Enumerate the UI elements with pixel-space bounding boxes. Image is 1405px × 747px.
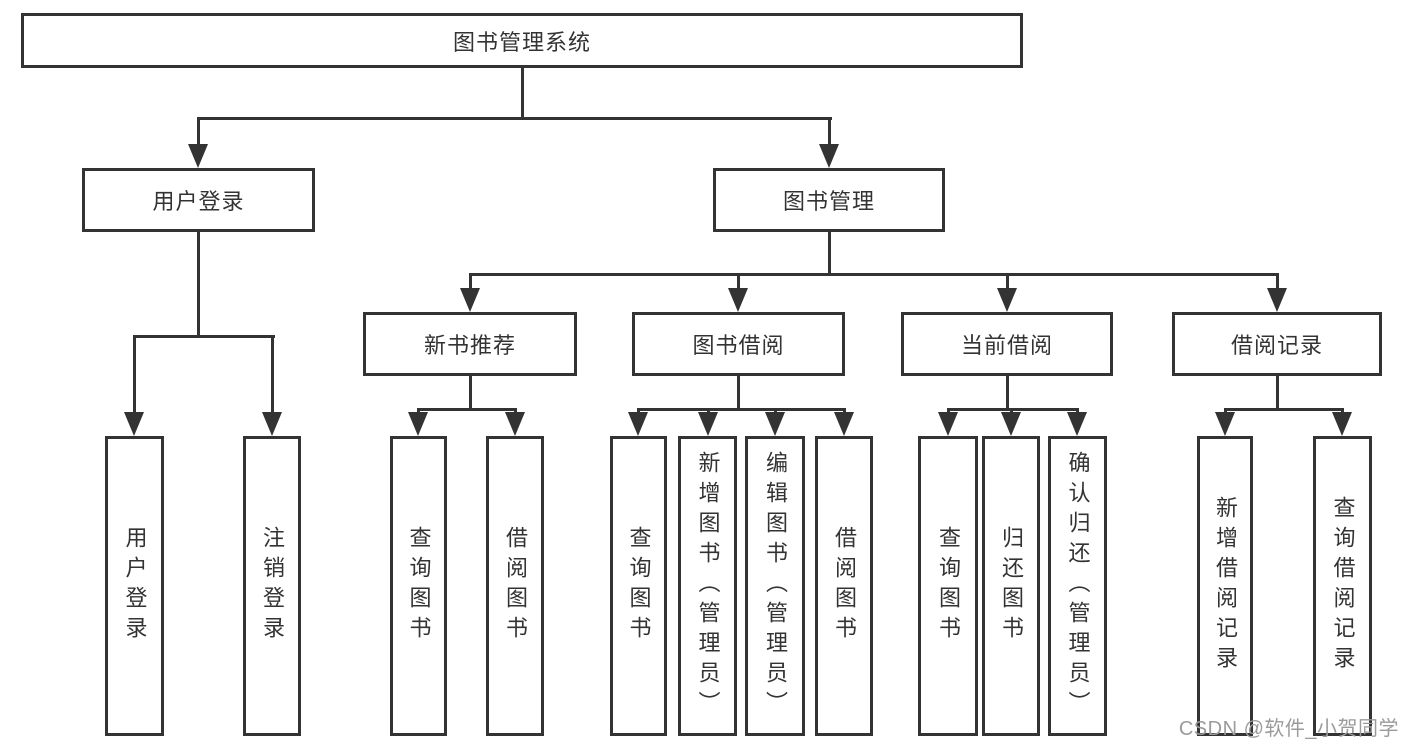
node-new-book-recommend: 新书推荐 — [363, 312, 577, 376]
leaf-br-add-record: 新增借阅记录 — [1197, 436, 1253, 736]
connector-line — [1276, 273, 1279, 294]
connector-line — [737, 273, 740, 294]
arrow-head — [1215, 412, 1235, 436]
leaf-rec-query-book-label: 查询图书 — [406, 526, 432, 646]
node-user-login-label: 用户登录 — [152, 189, 245, 214]
connector-line — [1006, 376, 1009, 408]
arrow-head — [765, 412, 785, 436]
arrow-head — [698, 412, 718, 436]
arrow-head — [505, 412, 525, 436]
connector-line — [133, 335, 275, 338]
node-book-borrow-label: 图书借阅 — [692, 333, 785, 358]
leaf-rec-borrow-book-label: 借阅图书 — [503, 526, 528, 646]
node-book-borrow: 图书借阅 — [632, 312, 845, 376]
node-root: 图书管理系统 — [21, 13, 1023, 68]
connector-line — [1006, 273, 1009, 294]
node-user-login: 用户登录 — [82, 168, 315, 232]
connector-line — [469, 273, 472, 294]
leaf-user-login: 用户登录 — [105, 436, 164, 736]
arrow-head — [1067, 412, 1087, 436]
node-book-management: 图书管理 — [713, 168, 945, 232]
connector-line — [828, 117, 831, 150]
leaf-bb-borrow-book-label: 借阅图书 — [832, 526, 857, 646]
leaf-rec-borrow-book: 借阅图书 — [486, 436, 544, 736]
connector-line — [521, 68, 524, 117]
leaf-cb-query-book: 查询图书 — [918, 436, 978, 736]
connector-line — [1224, 408, 1344, 411]
leaf-cb-return-book-label: 归还图书 — [999, 526, 1024, 646]
arrow-head — [1267, 288, 1287, 312]
connector-line — [637, 408, 846, 411]
leaf-cb-confirm-return-label: 确认归还（管理员） — [1065, 451, 1091, 721]
leaf-br-add-record-label: 新增借阅记录 — [1213, 496, 1238, 676]
arrow-head — [408, 412, 428, 436]
leaf-cb-confirm-return: 确认归还（管理员） — [1048, 436, 1107, 736]
node-borrow-record-label: 借阅记录 — [1230, 333, 1323, 358]
arrow-head — [628, 412, 648, 436]
arrow-head — [1332, 412, 1352, 436]
connector-line — [197, 232, 200, 335]
connector-line — [947, 408, 1079, 411]
leaf-bb-add-book-label: 新增图书（管理员） — [695, 451, 721, 721]
leaf-logout: 注销登录 — [243, 436, 301, 736]
leaf-bb-borrow-book: 借阅图书 — [815, 436, 873, 736]
arrow-head — [262, 412, 282, 436]
connector-line — [271, 335, 274, 418]
node-current-borrow-label: 当前借阅 — [960, 333, 1053, 358]
arrow-head — [834, 412, 854, 436]
connector-line — [737, 376, 740, 408]
node-root-label: 图书管理系统 — [452, 29, 591, 55]
leaf-bb-edit-book: 编辑图书（管理员） — [745, 436, 805, 736]
connector-line — [197, 117, 200, 150]
node-current-borrow: 当前借阅 — [901, 312, 1113, 376]
leaf-cb-return-book: 归还图书 — [982, 436, 1040, 736]
node-borrow-record: 借阅记录 — [1172, 312, 1382, 376]
node-new-book-recommend-label: 新书推荐 — [423, 333, 516, 358]
leaf-bb-edit-book-label: 编辑图书（管理员） — [763, 451, 788, 721]
arrow-head — [819, 144, 839, 168]
arrow-head — [124, 412, 144, 436]
leaf-bb-query-book-label: 查询图书 — [626, 526, 652, 646]
leaf-br-query-record-label: 查询借阅记录 — [1330, 496, 1356, 676]
arrow-head — [188, 144, 208, 168]
watermark: CSDN @软件_小贺同学 — [1178, 718, 1399, 740]
connector-line — [469, 376, 472, 408]
connector-line — [417, 408, 517, 411]
connector-line — [469, 273, 1279, 276]
leaf-logout-label: 注销登录 — [260, 526, 285, 646]
arrow-head — [997, 288, 1017, 312]
leaf-cb-query-book-label: 查询图书 — [936, 526, 961, 646]
connector-line — [1276, 376, 1279, 408]
connector-line — [133, 335, 136, 418]
leaf-bb-query-book: 查询图书 — [610, 436, 667, 736]
leaf-user-login-label: 用户登录 — [122, 526, 148, 646]
node-book-management-label: 图书管理 — [782, 189, 875, 214]
connector-line — [197, 117, 832, 120]
connector-line — [828, 232, 831, 273]
arrow-head — [460, 288, 480, 312]
leaf-rec-query-book: 查询图书 — [390, 436, 447, 736]
arrow-head — [1001, 412, 1021, 436]
leaf-bb-add-book: 新增图书（管理员） — [678, 436, 737, 736]
leaf-br-query-record: 查询借阅记录 — [1313, 436, 1372, 736]
arrow-head — [728, 288, 748, 312]
arrow-head — [938, 412, 958, 436]
